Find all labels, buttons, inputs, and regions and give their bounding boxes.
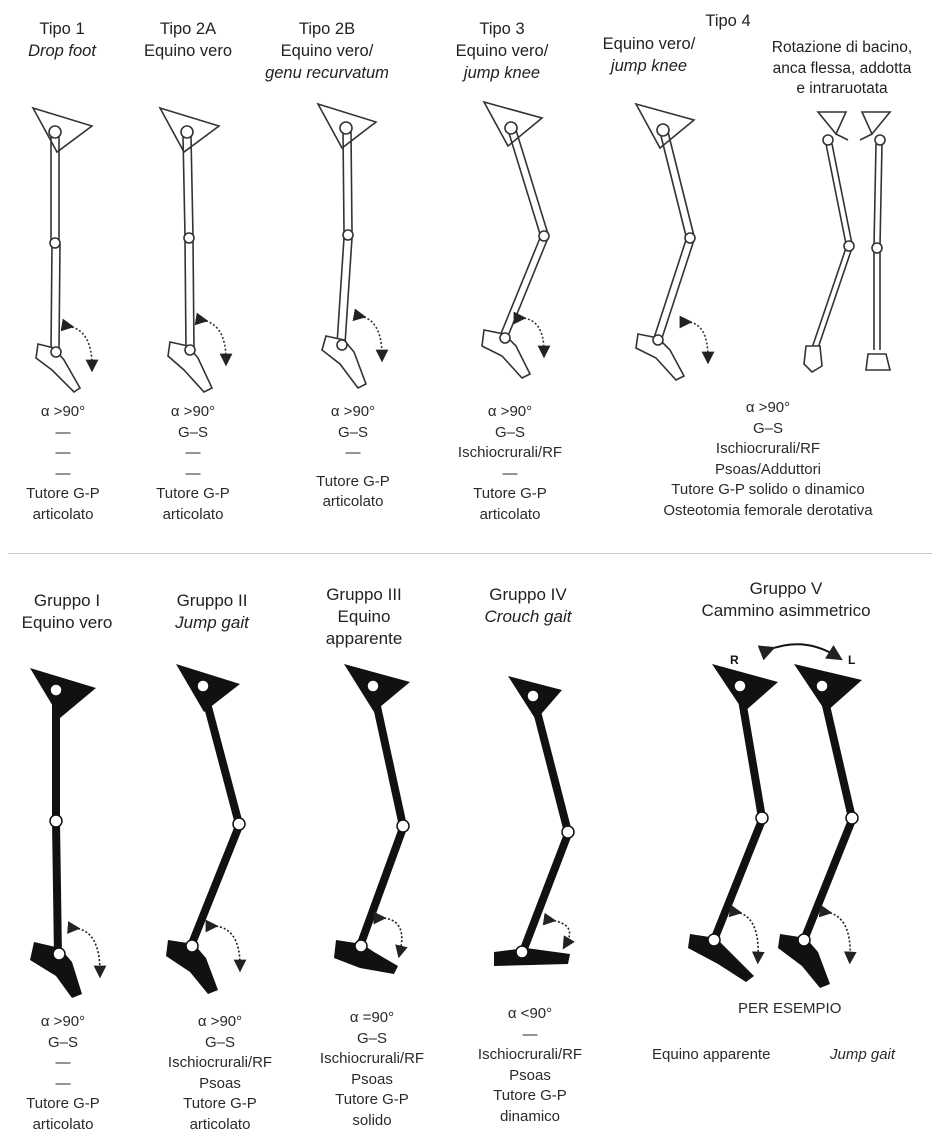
gruppo2-leg	[166, 664, 245, 994]
tipo3-leg	[482, 102, 549, 378]
side-label-l: L	[848, 653, 855, 667]
gruppo4-leg	[494, 676, 574, 966]
tipo2a-leg	[160, 108, 226, 392]
tipo4-legs-pelvis	[804, 112, 890, 372]
gruppo5-legs: R L	[688, 644, 862, 988]
tipo2b-leg	[318, 104, 382, 388]
tipo1-leg	[33, 108, 92, 392]
side-label-r: R	[730, 653, 739, 667]
gruppo3-leg	[334, 664, 410, 974]
gruppo1-leg	[30, 668, 100, 998]
tipo4-leg-single	[636, 104, 708, 380]
